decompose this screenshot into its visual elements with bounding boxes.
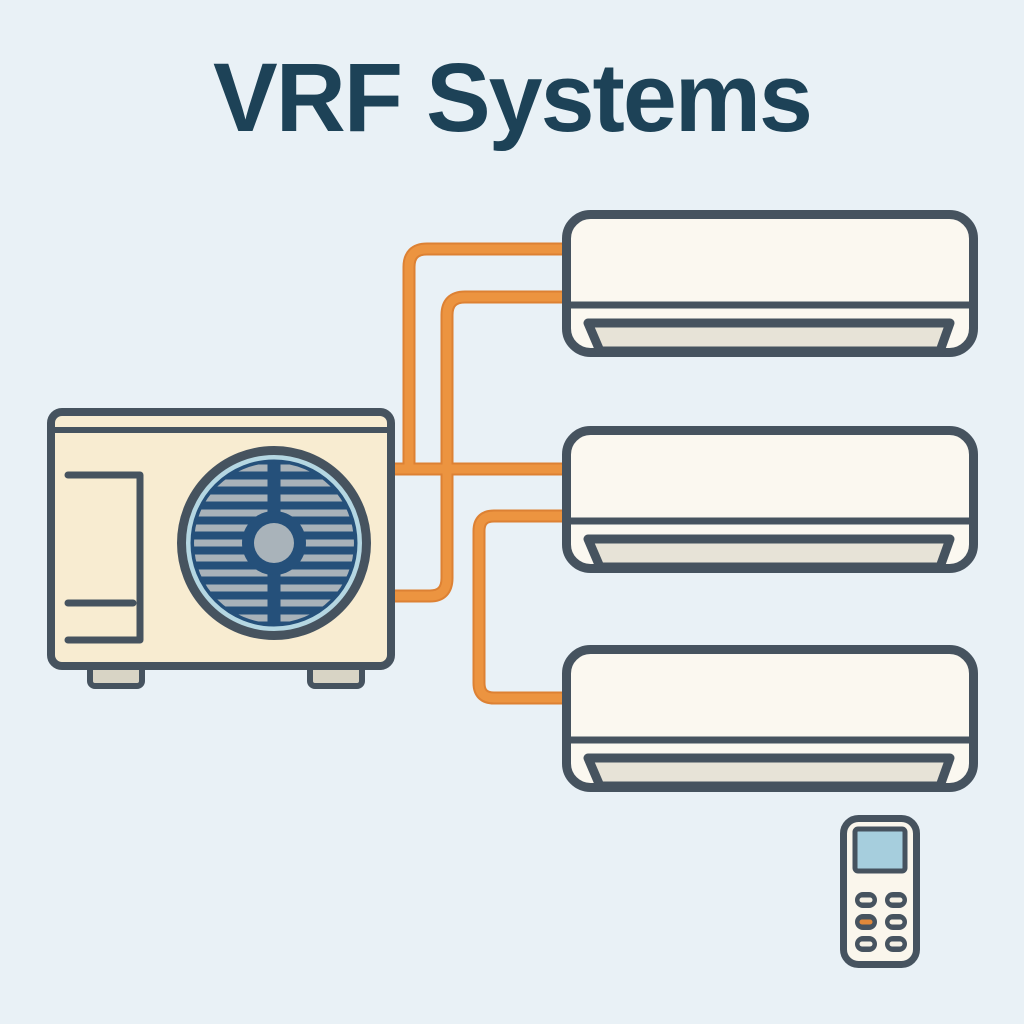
indoor-unit-3 [562, 645, 978, 792]
fan-hub [254, 523, 294, 563]
outdoor-unit [47, 408, 395, 689]
indoor-unit-1 [562, 210, 978, 357]
remote-button-dash [889, 919, 903, 925]
remote-button-dash [889, 941, 903, 947]
remote-button-labels [859, 897, 903, 947]
pipe-to-unit-3-outline [479, 516, 570, 698]
remote-button-dash [889, 897, 903, 903]
indoor-unit-1-vent-flap [583, 318, 955, 356]
remote-screen [852, 826, 908, 874]
outdoor-unit-side-panel [64, 471, 144, 644]
fan-outer-ring [177, 446, 371, 640]
remote-button-dash [859, 941, 873, 947]
pipe-fills [390, 249, 570, 698]
refrigerant-pipes [390, 249, 570, 698]
pipe-to-unit-1-upper-outline [409, 249, 570, 469]
pipe-to-unit-1-upper [409, 249, 570, 469]
remote-control [840, 815, 920, 968]
pipe-to-unit-3 [479, 516, 570, 698]
fan-inner-ring [185, 454, 363, 632]
remote-button-dash [859, 897, 873, 903]
indoor-unit-3-vent-flap [583, 753, 955, 791]
indoor-unit-2-vent-flap [583, 534, 955, 572]
outdoor-fan-icon [177, 446, 371, 640]
remote-button-dash-accent [859, 919, 873, 925]
indoor-unit-2 [562, 426, 978, 573]
page-title: VRF Systems [213, 43, 813, 152]
